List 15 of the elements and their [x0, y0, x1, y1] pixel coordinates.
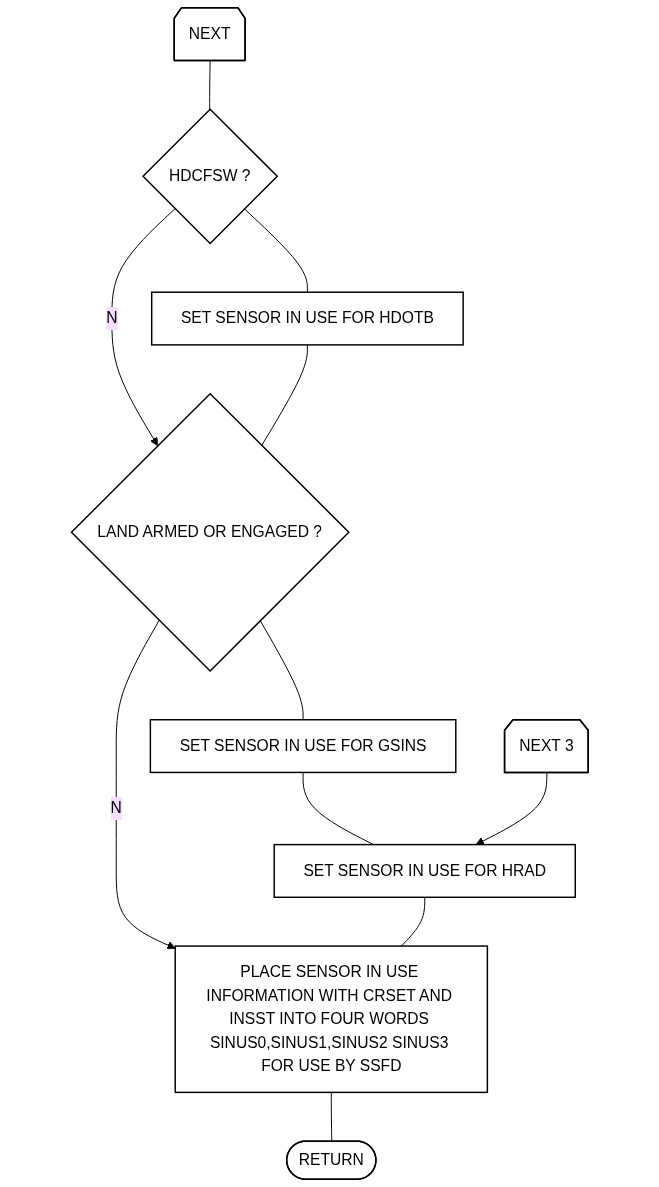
connector	[302, 771, 374, 846]
connector	[330, 1091, 332, 1143]
node-box: SET SENSOR IN USE FOR HDOTB	[150, 291, 464, 346]
node-box: SET SENSOR IN USE FOR GSINS	[149, 719, 457, 774]
connector	[400, 896, 425, 947]
edge-label: N	[105, 309, 118, 327]
connector	[259, 620, 304, 721]
connector	[243, 208, 308, 293]
connector	[260, 344, 308, 447]
connector	[208, 60, 211, 110]
edge-label: N	[110, 799, 122, 817]
node-box: SET SENSOR IN USE FOR HRAD	[273, 843, 576, 898]
node-diamond: HDCFSW ?	[141, 108, 278, 245]
node-box: PLACE SENSOR IN USE INFORMATION WITH CRSET AND INSST INTO FOUR WORDS SINUS0,SINUS1,SINUS2 SINUS3 FOR USE BY SSFD	[174, 945, 488, 1094]
node-diamond: LAND ARMED OR ENGAGED ?	[70, 392, 350, 672]
